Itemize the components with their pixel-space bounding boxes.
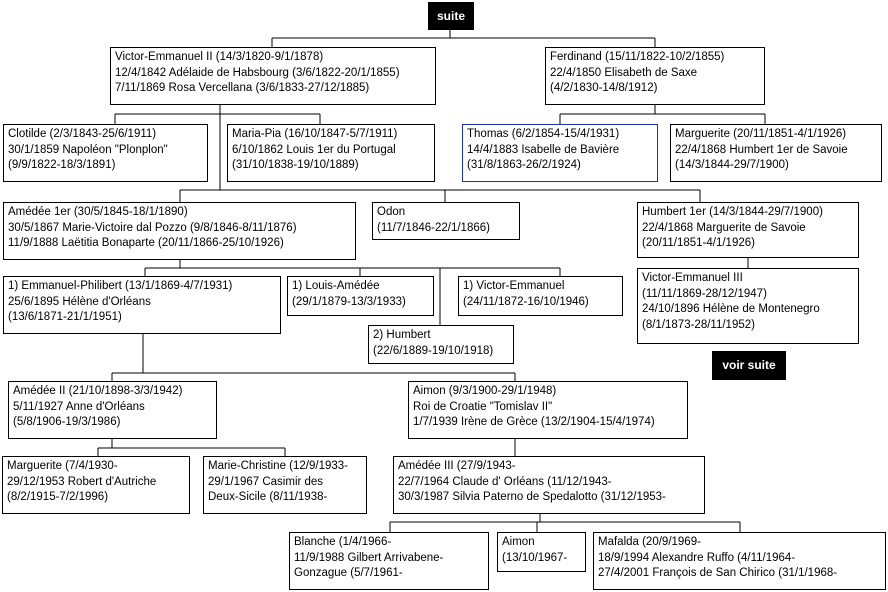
spouse-line: 22/4/1868 Marguerite de Savoie xyxy=(642,221,806,234)
spouse-line: 22/4/1850 Elisabeth de Saxe xyxy=(550,66,698,79)
name-line: Amédée II (21/10/1898-3/3/1942) xyxy=(13,385,183,397)
name-line: 1) Victor-Emmanuel xyxy=(463,280,565,292)
person-louis-amedee: 1) Louis-Amédée (29/1/1879-13/3/1933) xyxy=(287,276,434,316)
person-mafalda: Mafalda (20/9/1969- 18/9/1994 Alexandre … xyxy=(593,532,886,590)
dates-line: (14/3/1844-29/7/1900) xyxy=(675,159,789,171)
spouse-line: 7/11/1869 Rosa Vercellana (3/6/1833-27/1… xyxy=(115,82,370,94)
name-line: Clotilde (2/3/1843-25/6/1911) xyxy=(8,128,157,140)
dates-line: (5/8/1906-19/3/1986) xyxy=(13,416,121,428)
spouse-line: 18/9/1994 Alexandre Ruffo (4/11/1964- xyxy=(598,551,796,564)
spouse-line: 11/9/1988 Gilbert Arrivabene- xyxy=(294,551,444,564)
spouse-line: 30/3/1987 Silvia Paterno de Spedalotto (… xyxy=(398,491,666,503)
spouse-line: 6/10/1862 Louis 1er du Portugal xyxy=(232,143,396,156)
spouse-line: 1/7/1939 Irène de Grèce (13/2/1904-15/4/… xyxy=(413,416,655,428)
name-line: Mafalda (20/9/1969- xyxy=(598,536,701,548)
person-amedee-iii: Amédée III (27/9/1943- 22/7/1964 Claude … xyxy=(393,456,705,514)
person-victor-emmanuel-iii: Victor-Emmanuel III (11/11/1869-28/12/19… xyxy=(637,268,859,344)
dates-line: (13/10/1967- xyxy=(502,551,568,564)
person-humbert-1er: Humbert 1er (14/3/1844-29/7/1900) 22/4/1… xyxy=(637,202,859,258)
dates-line: (22/6/1889-19/10/1918) xyxy=(373,344,494,357)
name-line: 1) Louis-Amédée xyxy=(292,280,380,292)
title-line: Roi de Croatie "Tomislav II" xyxy=(413,400,553,413)
name-line: Blanche (1/4/1966- xyxy=(294,536,392,548)
person-aimon-1967: Aimon (13/10/1967- xyxy=(497,532,586,572)
person-marguerite-1851: Marguerite (20/11/1851-4/1/1926) 22/4/18… xyxy=(670,124,882,182)
name-line: Aimon xyxy=(502,536,535,548)
person-marguerite-1930: Marguerite (7/4/1930- 29/12/1953 Robert … xyxy=(2,456,190,514)
person-victor-emmanuel-1872: 1) Victor-Emmanuel (24/11/1872-16/10/194… xyxy=(458,276,623,316)
name-line: Thomas (6/2/1854-15/4/1931) xyxy=(467,128,620,140)
spouse-line: 27/4/2001 François de San Chirico (31/1/… xyxy=(598,567,838,579)
spouse-line: 30/5/1867 Marie-Victoire dal Pozzo (9/8/… xyxy=(8,221,297,234)
spouse-line: Deux-Sicile (8/11/1938- xyxy=(208,491,328,503)
person-humbert-1889: 2) Humbert (22/6/1889-19/10/1918) xyxy=(368,325,514,364)
dates-line: (4/2/1830-14/8/1912) xyxy=(550,82,658,94)
dates-line: (24/11/1872-16/10/1946) xyxy=(463,295,589,308)
name-line: Amédée 1er (30/5/1845-18/1/1890) xyxy=(8,206,188,218)
dates-line: (13/6/1871-21/1/1951) xyxy=(8,311,122,323)
name-line: Ferdinand (15/11/1822-10/2/1855) xyxy=(550,51,725,63)
person-thomas: Thomas (6/2/1854-15/4/1931) 14/4/1883 Is… xyxy=(462,124,658,182)
name-line: Victor-Emmanuel II (14/3/1820-9/1/1878) xyxy=(115,51,324,63)
person-aimon-1900: Aimon (9/3/1900-29/1/1948) Roi de Croati… xyxy=(408,381,688,439)
dates-line: (31/10/1838-19/10/1889) xyxy=(232,159,359,171)
name-line: Marguerite (20/11/1851-4/1/1926) xyxy=(675,128,847,140)
person-blanche: Blanche (1/4/1966- 11/9/1988 Gilbert Arr… xyxy=(289,532,489,590)
spouse-line: 5/11/1927 Anne d'Orléans xyxy=(13,400,145,413)
name-line: Maria-Pia (16/10/1847-5/7/1911) xyxy=(232,128,398,140)
dates-line: (11/11/1869-28/12/1947) xyxy=(642,287,767,300)
spouse-line: 22/7/1964 Claude d' Orléans (11/12/1943- xyxy=(398,475,612,488)
suite-link[interactable]: suite xyxy=(428,2,474,30)
spouse-line: 12/4/1842 Adélaide de Habsbourg (3/6/182… xyxy=(115,66,400,79)
name-line: Amédée III (27/9/1943- xyxy=(398,460,516,472)
name-line: Victor-Emmanuel III xyxy=(642,272,743,284)
name-line: 2) Humbert xyxy=(373,329,431,341)
name-line: Humbert 1er (14/3/1844-29/7/1900) xyxy=(642,206,823,218)
name-line: Marguerite (7/4/1930- xyxy=(7,460,118,472)
name-line: 1) Emmanuel-Philibert (13/1/1869-4/7/193… xyxy=(8,280,233,292)
person-clotilde: Clotilde (2/3/1843-25/6/1911) 30/1/1859 … xyxy=(3,124,208,182)
dates-line: (20/11/1851-4/1/1926) xyxy=(642,237,755,249)
spouse-line: 30/1/1859 Napoléon "Plonplon" xyxy=(8,143,168,156)
person-amedee-ii: Amédée II (21/10/1898-3/3/1942) 5/11/192… xyxy=(8,381,217,439)
spouse-line: 29/12/1953 Robert d'Autriche xyxy=(7,475,157,488)
name-line: Marie-Christine (12/9/1933- xyxy=(208,460,348,472)
spouse-line: Gonzague (5/7/1961- xyxy=(294,567,403,579)
spouse-line: 25/6/1895 Hélène d'Orléans xyxy=(8,295,151,308)
person-marie-christine: Marie-Christine (12/9/1933- 29/1/1967 Ca… xyxy=(203,456,367,514)
dates-line: (8/1/1873-28/11/1952) xyxy=(642,318,755,331)
name-line: Aimon (9/3/1900-29/1/1948) xyxy=(413,385,557,397)
person-victor-emmanuel-ii: Victor-Emmanuel II (14/3/1820-9/1/1878) … xyxy=(110,47,436,105)
spouse-line: 22/4/1868 Humbert 1er de Savoie xyxy=(675,143,848,156)
spouse-line: 24/10/1896 Hélène de Montenegro xyxy=(642,303,820,315)
name-line: Odon xyxy=(377,206,406,218)
spouse-line: 11/9/1888 Laëtitia Bonaparte (20/11/1866… xyxy=(8,237,284,249)
person-ferdinand: Ferdinand (15/11/1822-10/2/1855) 22/4/18… xyxy=(545,47,765,105)
voir-suite-link[interactable]: voir suite xyxy=(712,351,786,380)
spouse-line: 14/4/1883 Isabelle de Bavière xyxy=(467,143,620,156)
dates-line: (31/8/1863-26/2/1924) xyxy=(467,159,581,171)
dates-line: (9/9/1822-18/3/1891) xyxy=(8,159,116,171)
person-maria-pia: Maria-Pia (16/10/1847-5/7/1911) 6/10/186… xyxy=(227,124,435,182)
dates-line: (11/7/1846-22/1/1866) xyxy=(377,221,490,234)
spouse-line: 29/1/1967 Casimir des xyxy=(208,475,324,488)
dates-line: (29/1/1879-13/3/1933) xyxy=(292,295,406,308)
person-odon: Odon (11/7/1846-22/1/1866) xyxy=(372,202,520,240)
dates-line: (8/2/1915-7/2/1996) xyxy=(7,491,109,503)
person-amedee-1er: Amédée 1er (30/5/1845-18/1/1890) 30/5/18… xyxy=(3,202,356,260)
person-emmanuel-philibert: 1) Emmanuel-Philibert (13/1/1869-4/7/193… xyxy=(3,276,281,334)
